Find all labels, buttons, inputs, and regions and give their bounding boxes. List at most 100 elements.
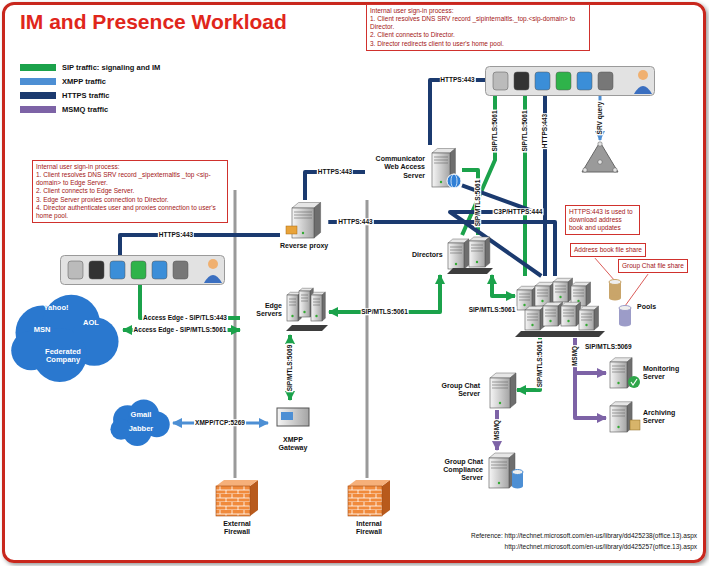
- server-side: [485, 237, 490, 267]
- reference-note: Reference: http://technet.microsoft.com/…: [471, 532, 697, 539]
- firewall-top: [216, 480, 258, 486]
- monitor-check: [631, 379, 637, 385]
- connector-label: MSMQ: [493, 419, 500, 441]
- legend-swatch: [20, 78, 56, 85]
- client-tray: [61, 256, 225, 285]
- server-side: [510, 373, 516, 408]
- server-slot: [294, 218, 312, 219]
- connector-label: HTTPS:443: [158, 231, 194, 238]
- firewall-side: [250, 480, 258, 516]
- share-base: [609, 296, 621, 301]
- node-label: Directors: [412, 251, 443, 259]
- client-device: [535, 72, 550, 90]
- callout-note: HTTPS:443 is used to download address bo…: [565, 205, 640, 235]
- node-icon: [606, 400, 641, 434]
- server-slot: [450, 250, 462, 251]
- server-led: [559, 296, 561, 298]
- server-front: [490, 378, 510, 408]
- firewall-wall: [348, 486, 382, 516]
- server-slot: [519, 297, 530, 298]
- node-label: AOL: [83, 319, 99, 327]
- server-slot: [581, 317, 592, 318]
- share-top: [619, 306, 631, 311]
- share-base: [619, 322, 631, 327]
- node-label: Archiving Server: [643, 409, 695, 425]
- server-front: [561, 306, 576, 326]
- cloud-node: GmailJabber: [108, 398, 173, 446]
- share-top: [512, 470, 523, 475]
- server-slot: [581, 320, 592, 321]
- connector: [575, 338, 606, 418]
- legend-swatch: [20, 92, 56, 99]
- diagram-title: IM and Presence Workload: [20, 10, 287, 34]
- firewall-wall: [216, 486, 250, 516]
- firewall-boundary: [366, 200, 369, 478]
- client-device: [173, 261, 188, 279]
- node-icon: [427, 145, 462, 190]
- connector-label: SIP/MTLS:5061: [536, 340, 543, 389]
- client-device: [493, 72, 508, 90]
- server-led: [617, 426, 619, 428]
- client-device: [110, 261, 125, 279]
- server-node: Communicator Web Access Server: [365, 145, 462, 190]
- server-slot: [289, 299, 296, 300]
- connector-label: SIP/MTLS:5061: [468, 306, 517, 313]
- connector-label: SIP/MTLS:5061: [474, 178, 481, 227]
- server-front: [489, 458, 509, 488]
- server-front: [299, 291, 310, 317]
- server-front: [287, 295, 298, 321]
- server-slot: [450, 253, 462, 254]
- server-led: [585, 324, 587, 326]
- firewall-top: [348, 480, 390, 486]
- server-front: [610, 406, 627, 432]
- legend-row: XMPP traffic: [20, 74, 160, 88]
- note-text: Internal user sign-in process:: [36, 163, 224, 171]
- client-device: [131, 261, 146, 279]
- server-slot: [573, 296, 584, 297]
- note-text: 1. Client resolves DNS SRV record _sipin…: [370, 15, 586, 31]
- server-slot: [563, 310, 574, 311]
- globe-symbol: [451, 174, 457, 188]
- node-icon: [445, 235, 495, 275]
- legend: SIP traffic: signaling and IMXMPP traffi…: [20, 60, 160, 116]
- server-front: [579, 310, 594, 330]
- client-device: [514, 72, 529, 90]
- node-icon: [515, 276, 635, 338]
- server-slot: [563, 313, 574, 314]
- server-front: [469, 241, 485, 267]
- legend-row: MSMQ traffic: [20, 102, 160, 116]
- node-label: Communicator Web Access Server: [365, 155, 425, 179]
- server-slot: [313, 299, 320, 300]
- server-slot: [519, 294, 530, 295]
- server-led: [455, 263, 457, 265]
- legend-row: HTTPS traffic: [20, 88, 160, 102]
- leader-line: [625, 274, 648, 306]
- note-text: 1. Client resolves DNS SRV record _sipex…: [36, 171, 224, 187]
- server-node: Pools: [515, 276, 656, 338]
- server-slot: [294, 212, 312, 213]
- node-icon: [580, 140, 620, 174]
- server-slot: [545, 316, 556, 317]
- server-slot: [545, 313, 556, 314]
- node-icon: [485, 450, 525, 490]
- connector-label: Access Edge - SIP/TLS:443: [142, 314, 228, 321]
- node-label: External Firewall: [212, 520, 262, 536]
- connector-label: SIP/MTLS:5069: [585, 343, 632, 350]
- connector-label: HTTPS:443: [439, 76, 475, 83]
- cloud-node: Yahoo!AOLMSNFederated Company: [8, 292, 123, 382]
- share-base: [512, 484, 523, 489]
- server-slot: [434, 163, 448, 164]
- server-node: Group Chat Compliance Server: [425, 450, 525, 490]
- note-text: Address book file share: [574, 246, 642, 254]
- server-led: [476, 261, 478, 263]
- connector-label: MSMQ: [571, 344, 578, 366]
- connector-label: SIP/MTLS:5069: [286, 344, 293, 393]
- server-slot: [537, 290, 548, 291]
- server-side: [314, 203, 321, 239]
- server-slot: [289, 302, 296, 303]
- legend-row: SIP traffic: signaling and IM: [20, 60, 160, 74]
- node-label: Group Chat Compliance Server: [425, 458, 483, 482]
- note-text: HTTPS:443 is used to download address bo…: [569, 208, 636, 232]
- server-front: [553, 282, 568, 302]
- connector: [120, 235, 280, 255]
